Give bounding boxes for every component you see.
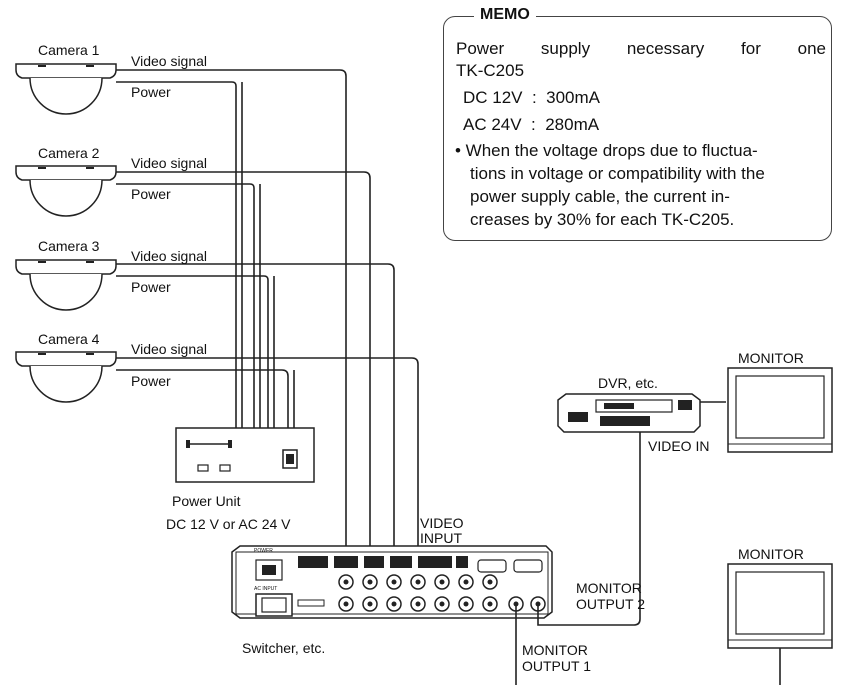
camera-3-video-label: Video signal [131,248,208,264]
camera-4-video-label: Video signal [131,341,208,357]
dvr-unit [557,393,701,433]
dvr-label: DVR, etc. [598,375,658,391]
memo-note-1: • When the voltage drops due to fluctua- [455,141,758,160]
memo-note-2: tions in voltage or compatibility with t… [470,164,765,183]
power-unit-box [175,427,315,483]
camera-2-dome [15,165,117,217]
video-input-label-2: INPUT [420,530,462,546]
power-cables [116,81,295,428]
monitor-output-1-label-2: OUTPUT 1 [522,658,591,674]
switcher-label: Switcher, etc. [242,640,326,656]
switcher-ac-input-text: AC INPUT [254,586,278,592]
video-in-label: VIDEO IN [648,438,710,454]
memo-line-2: TK-C205 [456,61,525,80]
memo-note-4: creases by 30% for each TK-C205. [470,210,735,229]
monitor-output-2-label-2: OUTPUT 2 [576,596,645,612]
memo-ac-spec: AC 24V : 280mA [463,115,600,134]
power-unit-spec: DC 12 V or AC 24 V [166,516,291,532]
memo-title: MEMO [474,6,536,24]
monitor-top-label: MONITOR [738,350,804,366]
monitor-bottom-shape [727,563,833,649]
camera-3-label: Camera 3 [38,238,100,254]
camera-4-dome [15,351,117,403]
power-unit-label: Power Unit [172,493,241,509]
monitor-output-1-label-1: MONITOR [522,642,588,658]
memo-note-3: power supply cable, the current in- [470,187,730,206]
switcher-power-text: POWER [254,548,273,554]
monitor-output-2-label-1: MONITOR [576,580,642,596]
camera-3-power-label: Power [131,279,171,295]
camera-1-video-label: Video signal [131,53,208,69]
camera-4-power-label: Power [131,373,171,389]
video-cables [116,69,419,564]
video-input-label-1: VIDEO [420,515,464,531]
camera-1-dome [15,63,117,115]
camera-4-label: Camera 4 [38,331,100,347]
camera-3-dome [15,259,117,311]
memo-line-1: Power supply necessary for one [456,39,826,58]
memo-box [443,16,832,241]
memo-dc-spec: DC 12V : 300mA [463,88,601,107]
camera-2-video-label: Video signal [131,155,208,171]
monitor-top-shape [727,367,833,453]
camera-2-power-label: Power [131,186,171,202]
camera-1-power-label: Power [131,84,171,100]
monitor-bottom-label: MONITOR [738,546,804,562]
camera-1-label: Camera 1 [38,42,100,58]
camera-2-label: Camera 2 [38,145,100,161]
switcher-unit [231,545,553,619]
